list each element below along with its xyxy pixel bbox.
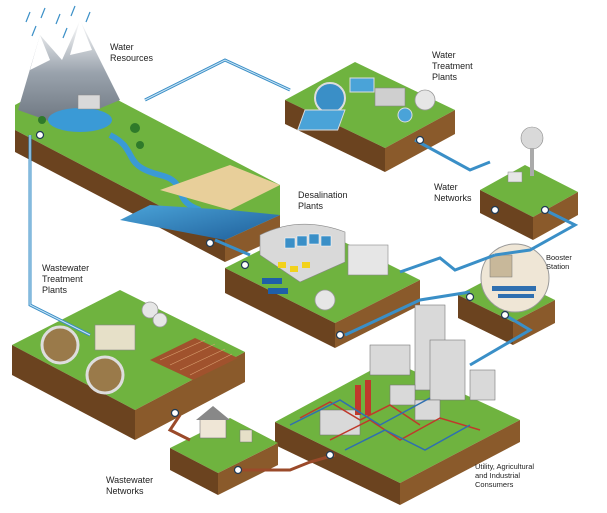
rain-icon: [25, 5, 91, 39]
reservoir-icon: [48, 108, 112, 132]
clarifier-icon: [314, 82, 346, 114]
tree-icon: [38, 116, 144, 149]
water-tower-icon: [520, 126, 544, 150]
label-water-networks: Water Networks: [434, 182, 472, 203]
label-wastewater-treatment-plants: Wastewater Treatment Plants: [42, 263, 90, 295]
booster-detail-icon: [480, 243, 550, 313]
label-water-treatment-plants: Water Treatment Plants: [432, 50, 473, 82]
sea-icon: [120, 205, 280, 240]
tile-wastewater-networks: [170, 406, 278, 495]
label-water-resources: Water Resources: [110, 42, 154, 63]
wastewater-pipes: [167, 414, 336, 472]
tile-water-resources: [15, 5, 280, 262]
city-buildings-icon: [319, 304, 496, 436]
label-consumers: Utility, Agricultural and Industrial Con…: [475, 462, 535, 489]
tile-wastewater-treatment: [12, 290, 245, 440]
tile-water-networks: [480, 126, 578, 240]
tile-water-treatment: [285, 62, 455, 172]
digester-icon: [40, 325, 80, 365]
tile-booster-station: [458, 243, 555, 345]
house-icon: [199, 417, 227, 439]
tile-consumers: [275, 304, 520, 505]
pipe-junction-icon: [35, 130, 550, 475]
label-booster-station: Booster Station: [546, 253, 572, 271]
drying-beds-icon: [150, 338, 238, 380]
label-desalination-plants: Desalination Plants: [298, 190, 348, 211]
label-wastewater-networks: Wastewater Networks: [106, 475, 154, 496]
